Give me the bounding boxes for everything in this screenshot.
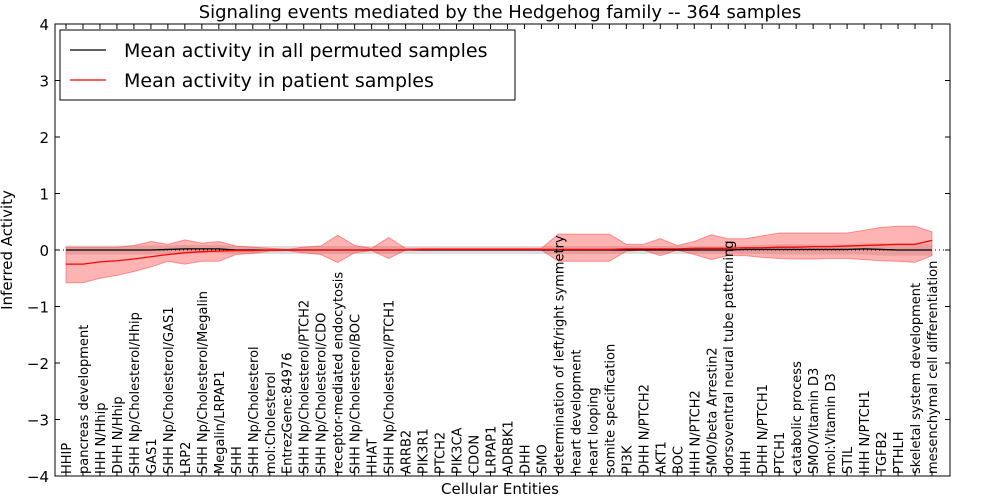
x-tick-label: mol:Vitamin D3 xyxy=(824,373,839,474)
x-tick-label: HHIP xyxy=(60,443,75,474)
x-tick-label: PTCH1 xyxy=(773,432,788,474)
legend-label-permuted: Mean activity in all permuted samples xyxy=(124,40,487,62)
y-tick-label: −4 xyxy=(27,468,49,486)
x-tick-label: pancreas development xyxy=(77,325,92,474)
y-tick-label: −3 xyxy=(27,412,49,430)
x-tick-label: SHH xyxy=(230,446,245,474)
x-tick-label: IHH xyxy=(739,451,754,474)
y-tick-label: 2 xyxy=(39,129,49,147)
x-tick-label: SHH Np/Cholesterol/PTCH2 xyxy=(298,300,313,474)
y-tick-label: 1 xyxy=(39,186,49,204)
x-tick-label: SHH Np/Cholesterol/Hhip xyxy=(128,312,143,474)
x-tick-label: IHH N/Hhip xyxy=(94,403,109,475)
x-tick-label: SHH Np/Cholesterol xyxy=(247,346,262,474)
x-tick-label: HHAT xyxy=(366,439,381,474)
x-tick-label: CDON xyxy=(468,435,483,474)
legend-box xyxy=(59,29,516,101)
x-tick-label: skeletal system development xyxy=(909,283,924,474)
y-axis-label: Inferred Activity xyxy=(0,190,16,310)
legend: Mean activity in all permuted samples Me… xyxy=(59,29,516,101)
x-tick-label: PI3K xyxy=(620,445,635,474)
x-tick-label: catabolic process xyxy=(790,361,805,474)
y-tick-label: 3 xyxy=(39,73,49,91)
x-tick-label: ADRBK1 xyxy=(501,420,516,474)
x-axis-label: Cellular Entities xyxy=(441,480,559,498)
x-tick-label: SHH Np/Cholesterol/GAS1 xyxy=(162,306,177,474)
x-tick-label: DHH xyxy=(518,444,533,474)
x-tick-label: heart looping xyxy=(586,387,601,474)
plot-frame xyxy=(54,23,951,477)
x-tick-label: SMO/beta Arrestin2 xyxy=(705,347,720,474)
x-tick-label: DHH N/PTCH2 xyxy=(637,384,652,474)
x-tick-label: PIK3CA xyxy=(451,427,466,474)
x-tick-label: Megalin/LRPAP1 xyxy=(213,370,228,474)
series-line-1 xyxy=(66,239,933,265)
x-tick-label: SHH Np/Cholesterol/CDO xyxy=(315,313,330,474)
x-tick-label: PTHLH xyxy=(892,431,907,474)
x-tick-label: STIL xyxy=(841,446,856,474)
x-tick-label: SMO xyxy=(535,444,550,474)
y-tick-label: 0 xyxy=(39,242,49,260)
y-tick-label: −1 xyxy=(27,299,49,317)
x-tick-label: IHH N/PTCH1 xyxy=(858,390,873,474)
x-tick-label: dorsoventral neural tube patterning xyxy=(722,241,737,474)
x-tick-label: SMO/Vitamin D3 xyxy=(807,368,822,474)
x-tick-label: DHH N/PTCH1 xyxy=(756,384,771,474)
x-tick-label: TGFB2 xyxy=(875,431,890,475)
x-tick-label: EntrezGene:84976 xyxy=(281,353,296,474)
x-tick-label: SHH Np/Cholesterol/Megalin xyxy=(196,291,211,474)
x-tick-label: heart development xyxy=(569,349,584,474)
x-tick-label: DHH N/Hhip xyxy=(111,396,126,474)
legend-label-patient: Mean activity in patient samples xyxy=(124,70,434,92)
y-tick-label: −2 xyxy=(27,355,49,373)
y-tick-label: 4 xyxy=(39,16,49,34)
x-tick-label: SHH Np/Cholesterol/BOC xyxy=(349,314,364,474)
chart-title: Signaling events mediated by the Hedgeho… xyxy=(199,2,802,23)
x-tick-label: LRPAP1 xyxy=(485,426,500,474)
x-tick-label: receptor-mediated endocytosis xyxy=(332,272,347,474)
x-tick-label: mol:Cholesterol xyxy=(264,372,279,474)
x-tick-label: AKT1 xyxy=(654,441,669,474)
x-tick-label: PTCH2 xyxy=(434,432,449,474)
x-tick-label: GAS1 xyxy=(145,439,160,475)
x-tick-label: mesenchymal cell differentiation xyxy=(926,261,941,474)
x-tick-label: PIK3R1 xyxy=(417,428,432,474)
x-tick-label: IHH N/PTCH2 xyxy=(688,390,703,474)
x-tick-label: somite specification xyxy=(603,344,618,474)
x-tick-label: SHH Np/Cholesterol/PTCH1 xyxy=(383,300,398,474)
x-tick-label: BOC xyxy=(671,446,686,474)
x-tick-label: LRP2 xyxy=(179,442,194,474)
x-tick-label: ARRB2 xyxy=(400,430,415,474)
x-tick-label: determination of left/right symmetry xyxy=(552,235,567,474)
confidence-band-1 xyxy=(65,225,933,284)
